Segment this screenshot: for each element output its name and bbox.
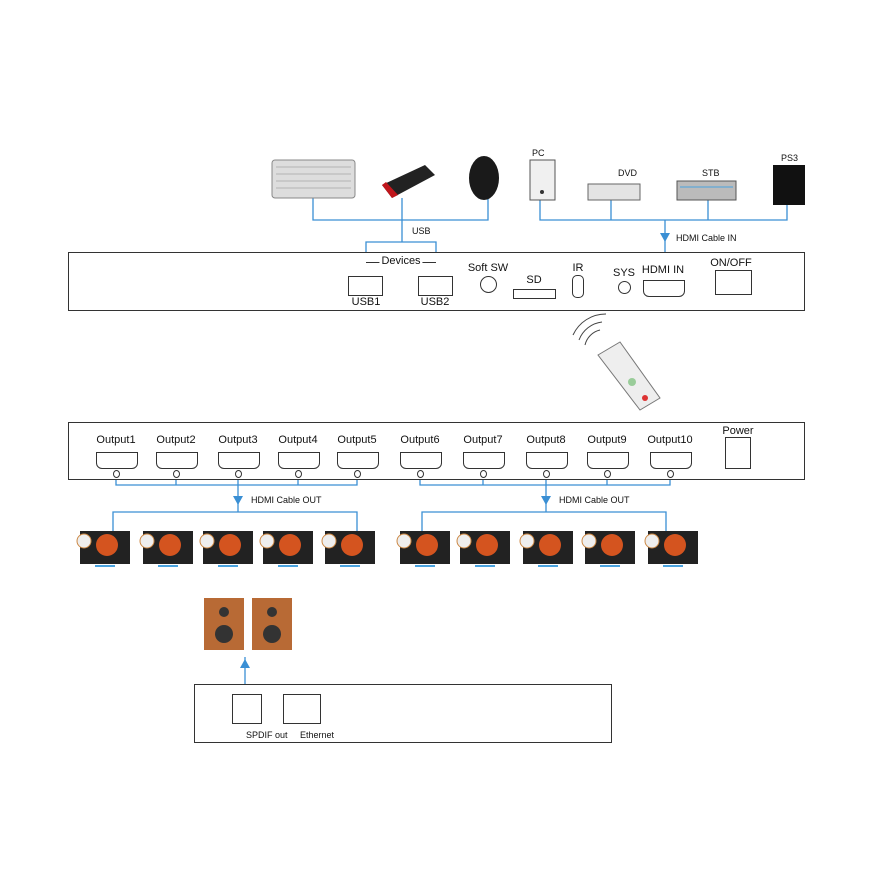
ir-label: IR <box>572 262 584 274</box>
ps3-icon <box>773 165 805 205</box>
tv-icon <box>396 531 450 567</box>
output-label: Output6 <box>400 434 440 446</box>
hdmi-output-port[interactable] <box>156 452 198 469</box>
usb1-port[interactable] <box>348 276 383 296</box>
port-indicator <box>354 470 361 478</box>
mouse-icon <box>469 156 499 200</box>
output-label: Output3 <box>218 434 258 446</box>
sys-label: SYS <box>612 267 636 279</box>
soft-switch-button[interactable] <box>480 276 497 293</box>
stb-icon <box>676 180 737 201</box>
output-label: Output10 <box>647 434 693 446</box>
tv-icon <box>644 531 698 567</box>
hdmi-cable-in-label: HDMI Cable IN <box>676 233 737 243</box>
sd-label: SD <box>526 274 542 286</box>
port-indicator <box>235 470 242 478</box>
devices-label: Devices <box>379 255 423 267</box>
output-panel <box>68 422 805 480</box>
ir-sensor <box>572 275 584 298</box>
ps3-label: PS3 <box>781 153 799 163</box>
tv-icon <box>519 531 573 567</box>
on-off-switch[interactable] <box>715 270 752 295</box>
hdmi-in-cables <box>539 200 788 290</box>
tv-icon <box>321 531 375 567</box>
speaker-icon <box>204 598 292 650</box>
output-label: Output2 <box>156 434 196 446</box>
tv-icon <box>581 531 635 567</box>
hdmi-out-arrow-icon <box>541 496 551 505</box>
port-indicator <box>295 470 302 478</box>
hdmi-output-port[interactable] <box>650 452 692 469</box>
pc-icon <box>529 159 556 201</box>
port-indicator <box>543 470 550 478</box>
hdmi-output-port[interactable] <box>278 452 320 469</box>
ethernet-label: Ethernet <box>300 730 335 740</box>
usb-label: USB <box>412 226 431 236</box>
hdmi-cable-out-label: HDMI Cable OUT <box>251 495 322 505</box>
tv-icon <box>259 531 313 567</box>
hdmi-output-port[interactable] <box>337 452 379 469</box>
port-indicator <box>667 470 674 478</box>
keyboard-icon <box>271 159 356 199</box>
tv-icon <box>139 531 193 567</box>
output-label: Output4 <box>278 434 318 446</box>
stb-label: STB <box>702 168 720 178</box>
usb2-port[interactable] <box>418 276 453 296</box>
hdmi-cable-out-label: HDMI Cable OUT <box>559 495 630 505</box>
hdmi-in-port[interactable] <box>643 280 685 297</box>
soft-sw-label: Soft SW <box>467 262 509 274</box>
hdmi-in-label: HDMI IN <box>641 264 685 276</box>
sd-slot[interactable] <box>513 289 556 299</box>
port-indicator <box>173 470 180 478</box>
hdmi-output-port[interactable] <box>526 452 568 469</box>
hdmi-output-port[interactable] <box>96 452 138 469</box>
hdmi-out-arrow-icon <box>233 496 243 505</box>
dvd-label: DVD <box>618 168 638 178</box>
output-label: Output5 <box>337 434 377 446</box>
rear-panel <box>194 684 612 743</box>
output-label: Output1 <box>96 434 136 446</box>
pc-label: PC <box>532 148 545 158</box>
hdmi-output-port[interactable] <box>400 452 442 469</box>
hdmi-output-port[interactable] <box>463 452 505 469</box>
output-label: Output9 <box>587 434 627 446</box>
hdmi-in-arrow-icon <box>660 233 670 242</box>
tv-icon <box>199 531 253 567</box>
port-indicator <box>113 470 120 478</box>
tv-icon <box>456 531 510 567</box>
port-indicator <box>480 470 487 478</box>
hdmi-out-cables <box>112 476 671 690</box>
usb2-label: USB2 <box>420 296 450 308</box>
tv-displays <box>76 531 698 567</box>
port-indicator <box>417 470 424 478</box>
tv-icon <box>76 531 130 567</box>
output-label: Output8 <box>526 434 566 446</box>
remote-control-icon <box>572 313 661 411</box>
hdmi-output-port[interactable] <box>587 452 629 469</box>
audio-arrow-icon <box>240 659 250 668</box>
dvd-icon <box>587 183 641 201</box>
sys-led <box>618 281 631 294</box>
usb-stick-icon <box>382 165 435 198</box>
port-indicator <box>604 470 611 478</box>
spdif-port[interactable] <box>232 694 262 724</box>
usb1-label: USB1 <box>351 296 381 308</box>
ethernet-port[interactable] <box>283 694 321 724</box>
hdmi-output-port[interactable] <box>218 452 260 469</box>
power-button[interactable] <box>725 437 751 469</box>
power-label: Power <box>722 425 754 437</box>
spdif-label: SPDIF out <box>246 730 288 740</box>
on-off-label: ON/OFF <box>710 257 752 269</box>
output-label: Output7 <box>463 434 503 446</box>
